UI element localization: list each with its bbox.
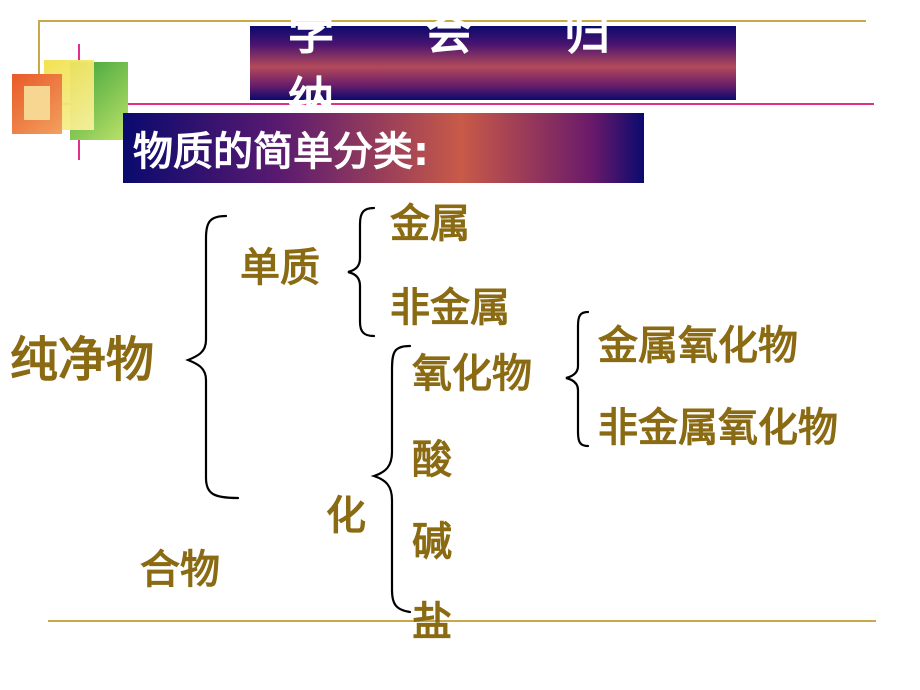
decor-square-inner [24, 86, 50, 120]
section-heading: 物质的简单分类: [123, 113, 644, 183]
elemental-label: 单质 [240, 245, 320, 291]
elemental-brace [347, 206, 376, 338]
base-label: 碱 [412, 519, 452, 565]
bottom-rule [48, 620, 876, 622]
metal-oxide-label: 金属氧化物 [598, 323, 798, 369]
pink-rule [48, 103, 874, 105]
oxide-label: 氧化物 [412, 351, 532, 397]
page-title: 学 会 归 纳 [250, 6, 736, 126]
oxide-brace [565, 310, 590, 448]
top-rule [38, 20, 866, 22]
root-brace [185, 214, 240, 500]
metal-label: 金属 [390, 201, 470, 247]
root-label: 纯净物 [10, 332, 155, 388]
nonmetal-label: 非金属 [390, 285, 510, 331]
acid-label: 酸 [412, 437, 452, 483]
salt-label: 盐 [412, 599, 452, 645]
left-rule [38, 20, 40, 110]
compound-brace [370, 344, 412, 614]
compound-label-part2: 合物 [140, 547, 220, 593]
nonmetal-oxide-label: 非金属氧化物 [598, 405, 838, 451]
compound-label-part1: 化 [326, 493, 366, 539]
